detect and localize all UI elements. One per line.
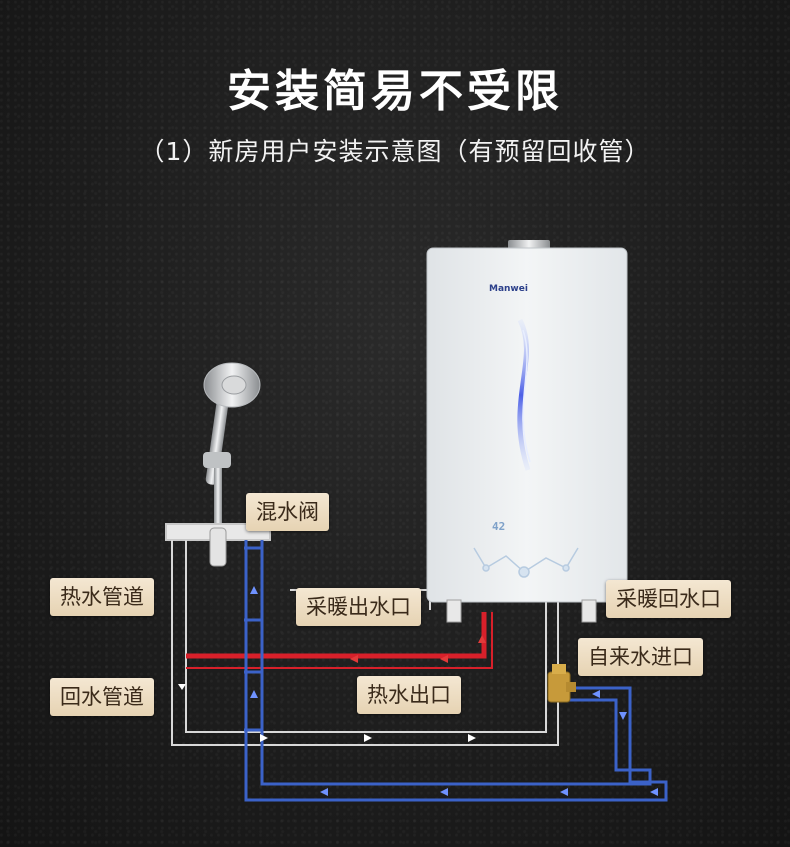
page-subtitle: （1）新房用户安装示意图（有预留回收管） [139,137,651,166]
label-hot-water-outlet: 热水出口 [357,676,461,714]
page-title: 安装简易不受限 [227,66,563,117]
cold-water-pipe [244,540,668,802]
cold-pipe-arrows [250,586,658,796]
mixing-valve-icon [209,527,227,567]
label-heating-return: 采暖回水口 [606,580,731,618]
shower-head-icon [203,362,261,530]
heater-display: 42 [492,520,506,533]
label-tap-water-inlet: 自来水进口 [578,638,703,676]
hot-water-pipe [186,612,493,669]
control-panel [473,547,579,578]
label-return-water-pipe: 回水管道 [50,678,154,716]
inlet-valve-icon [547,664,576,703]
water-heater [426,240,628,623]
label-heating-outlet: 采暖出水口 [296,588,421,626]
hot-pipe-arrows [350,635,486,663]
label-mixing-valve: 混水阀 [246,493,329,531]
return-pipe-arrows [178,684,476,742]
label-hot-water-pipe: 热水管道 [50,578,154,616]
heater-brand-logo: Manwei [489,284,528,294]
